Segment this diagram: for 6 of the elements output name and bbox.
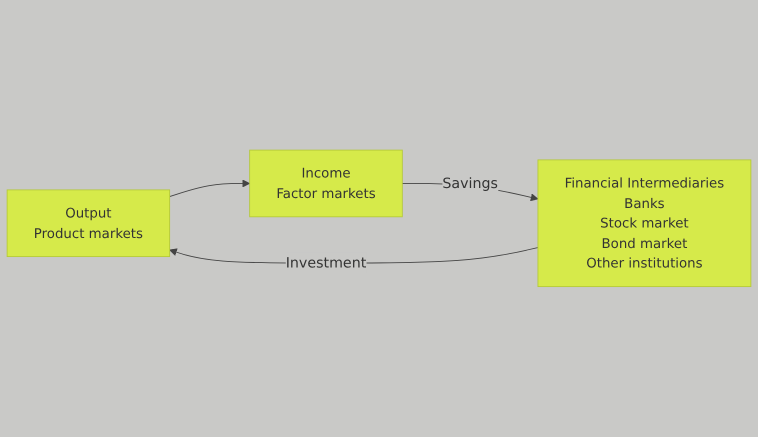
node-box: Income Factor markets xyxy=(249,150,403,218)
edge-label: Investment xyxy=(286,254,366,272)
edge-label: Savings xyxy=(442,174,498,192)
node-box: Output Product markets xyxy=(6,190,170,258)
arrow xyxy=(169,180,250,198)
node-box: Financial Intermediaries Banks Stock market Bond market Other institutions xyxy=(538,160,752,288)
